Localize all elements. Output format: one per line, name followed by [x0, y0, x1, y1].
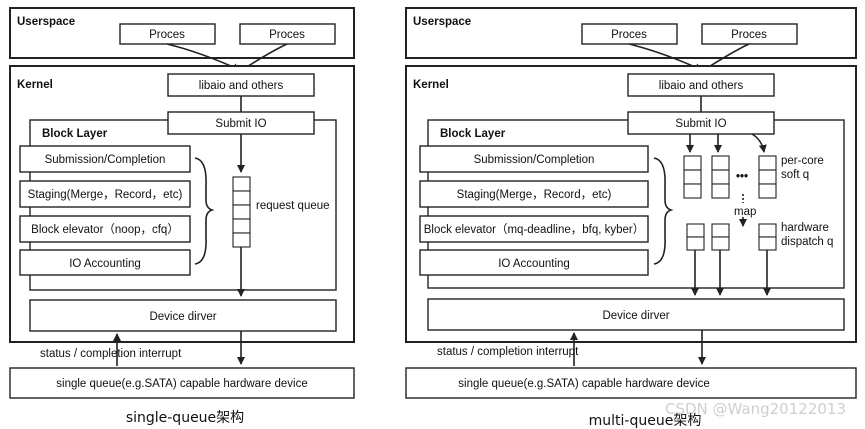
elevator-label: Block elevator（noop，cfq） — [31, 223, 179, 236]
staging-label: Staging(Merge，Record，etc) — [28, 189, 183, 201]
request-queue-cell — [232, 176, 251, 192]
soft-queue-cell — [683, 183, 702, 199]
multi-queue-diagram: Userspace Proces Proces Kernel libaio an… — [405, 7, 857, 429]
soft-queue-cell — [711, 183, 730, 199]
soft-queue-cell — [683, 155, 702, 171]
watermark: CSDN @Wang20122013 — [665, 400, 846, 418]
submission-completion-box — [419, 145, 649, 173]
device-driver-box — [29, 299, 337, 332]
staging-box — [19, 180, 191, 208]
dispatch-queue-cell — [686, 236, 705, 251]
request-queue-cell — [232, 232, 251, 248]
staging-label: Staging(Merge，Record，etc) — [457, 189, 612, 201]
request-queue-cell — [232, 218, 251, 234]
libaio-label: libaio and others — [199, 80, 284, 92]
submission-completion-label: Submission/Completion — [474, 154, 595, 166]
io-accounting-label: IO Accounting — [69, 258, 141, 270]
submit-to-softq-arrow — [751, 133, 767, 153]
hardware-device-box — [9, 367, 355, 399]
status-interrupt-label: status / completion interrupt — [40, 348, 182, 360]
caption: single-queue架构 — [126, 410, 244, 426]
process-label-1: Proces — [611, 29, 647, 41]
io-accounting-label: IO Accounting — [498, 258, 570, 270]
kernel-label: Kernel — [413, 79, 449, 91]
libaio-label: libaio and others — [659, 80, 744, 92]
block-layer-label: Block Layer — [42, 128, 108, 140]
status-interrupt-label: status / completion interrupt — [437, 346, 579, 358]
hw-dispatch-label-line2: dispatch q — [781, 236, 833, 248]
dispatch-queue-cell — [758, 236, 777, 251]
hw-dispatch-label-line1: hardware — [781, 222, 829, 234]
soft-queue-cell — [758, 169, 777, 185]
process-box-2 — [701, 23, 798, 45]
device-driver-box — [427, 298, 845, 331]
submission-completion-label: Submission/Completion — [45, 154, 166, 166]
soft-queue-cell — [683, 169, 702, 185]
userspace-label: Userspace — [413, 16, 471, 28]
io-accounting-box — [419, 249, 649, 276]
soft-queue-3 — [758, 155, 777, 199]
hardware-device-label: single queue(e.g.SATA) capable hardware … — [458, 378, 709, 390]
process-label-1: Proces — [149, 29, 185, 41]
request-queue-cell — [232, 204, 251, 220]
soft-queue-cell — [711, 155, 730, 171]
submit-io-label: Submit IO — [675, 118, 726, 130]
curly-brace — [653, 157, 674, 265]
request-queue-cell — [232, 190, 251, 206]
request-queue-label: request queue — [256, 200, 330, 212]
single-queue-diagram: Userspace Proces Proces Kernel libaio an… — [9, 7, 355, 426]
kernel-label: Kernel — [17, 79, 53, 91]
staging-box — [419, 180, 649, 208]
dispatch-queue-cell — [758, 223, 777, 238]
process-box-2 — [239, 23, 336, 45]
submit-io-label: Submit IO — [215, 118, 266, 130]
device-driver-label: Device dirver — [602, 310, 669, 322]
process-label-2: Proces — [731, 29, 767, 41]
dispatch-queue-3 — [758, 223, 777, 251]
request-queue-stack — [232, 176, 251, 248]
soft-queue-2 — [711, 155, 730, 199]
elevator-box — [19, 215, 191, 243]
map-label: map — [734, 206, 756, 218]
elevator-box — [419, 215, 649, 243]
submit-io-box — [627, 111, 775, 135]
soft-queue-cell — [758, 155, 777, 171]
per-core-label-line1: per-core — [781, 155, 824, 167]
block-layer-label: Block Layer — [440, 128, 506, 140]
dispatch-queue-cell — [711, 223, 730, 238]
process-label-2: Proces — [269, 29, 305, 41]
userspace-label: Userspace — [17, 16, 75, 28]
elevator-label: Block elevator（mq-deadline，bfq, kyber） — [424, 223, 645, 236]
per-core-label-line2: soft q — [781, 169, 809, 181]
dispatch-queue-1 — [686, 223, 705, 251]
soft-queue-cell — [758, 183, 777, 199]
dispatch-queue-cell — [686, 223, 705, 238]
dispatch-queue-2 — [711, 223, 730, 251]
io-accounting-box — [19, 249, 191, 276]
device-driver-label: Device dirver — [149, 311, 216, 323]
submission-completion-box — [19, 145, 191, 173]
curly-brace — [194, 157, 215, 265]
hardware-device-box — [405, 367, 857, 399]
hardware-device-label: single queue(e.g.SATA) capable hardware … — [56, 378, 307, 390]
more-queues-ellipsis: ••• — [736, 171, 748, 183]
soft-queue-1 — [683, 155, 702, 199]
dispatch-queue-cell — [711, 236, 730, 251]
soft-queue-cell — [711, 169, 730, 185]
caption: multi-queue架构 — [589, 413, 702, 429]
